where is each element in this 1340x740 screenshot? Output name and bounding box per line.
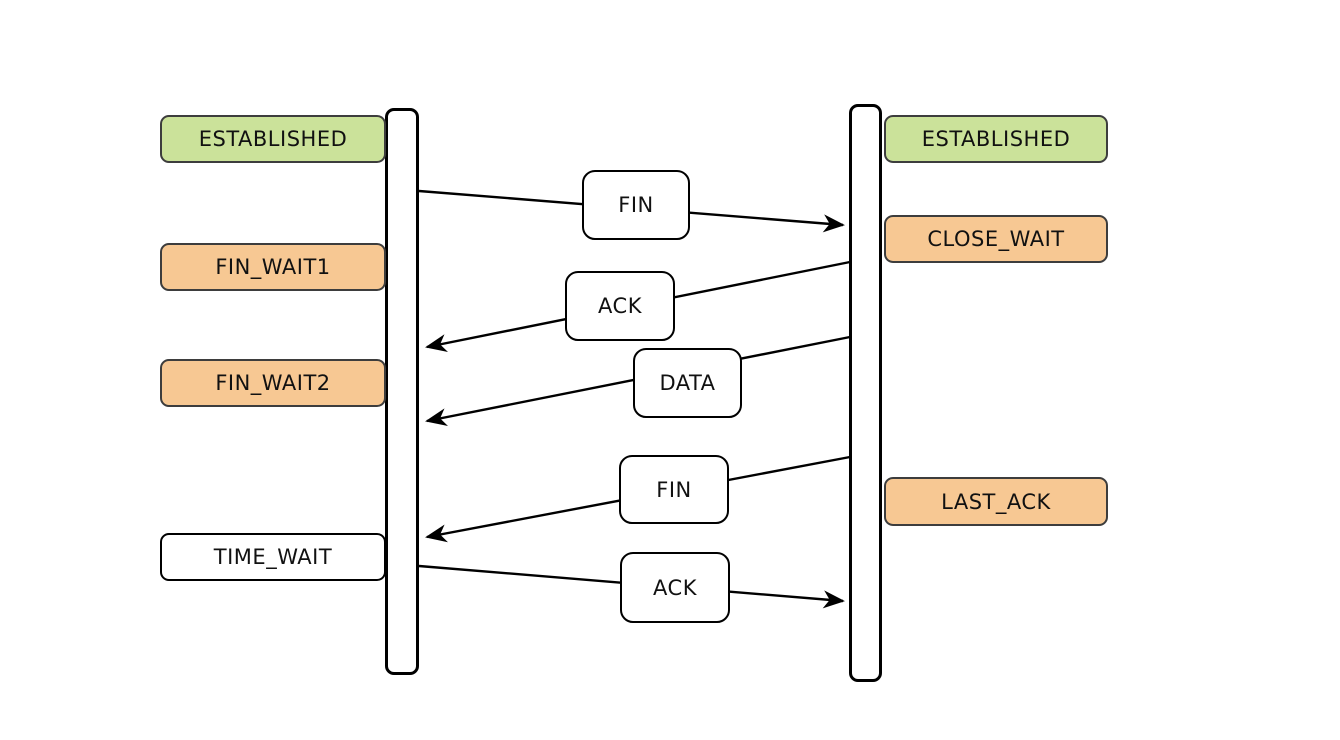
lifeline-left bbox=[385, 108, 419, 675]
state-label: FIN_WAIT2 bbox=[215, 371, 331, 395]
message-label: ACK bbox=[653, 575, 697, 600]
state-label: TIME_WAIT bbox=[213, 545, 333, 569]
message-label: ACK bbox=[598, 294, 642, 318]
state-label: LAST_ACK bbox=[941, 489, 1051, 514]
message-label: FIN bbox=[618, 193, 654, 217]
state-box-fin-wait2: FIN_WAIT2 bbox=[160, 359, 386, 407]
state-label: ESTABLISHED bbox=[198, 127, 348, 151]
message-box-fin-2: FIN bbox=[619, 455, 729, 524]
message-box-ack-2: ACK bbox=[620, 552, 730, 623]
state-box-fin-wait1: FIN_WAIT1 bbox=[160, 243, 386, 291]
state-box-established-right: ESTABLISHED bbox=[884, 115, 1108, 163]
message-label: FIN bbox=[656, 477, 692, 502]
state-box-close-wait: CLOSE_WAIT bbox=[884, 215, 1108, 263]
lifeline-right bbox=[849, 104, 882, 682]
state-label: FIN_WAIT1 bbox=[215, 255, 331, 279]
state-label: CLOSE_WAIT bbox=[927, 227, 1065, 251]
state-box-established-left: ESTABLISHED bbox=[160, 115, 386, 163]
message-box-data: DATA bbox=[633, 348, 742, 418]
state-label: ESTABLISHED bbox=[921, 127, 1071, 151]
message-box-fin-1: FIN bbox=[582, 170, 690, 240]
message-box-ack-1: ACK bbox=[565, 271, 675, 341]
state-box-time-wait: TIME_WAIT bbox=[160, 533, 386, 581]
message-label: DATA bbox=[659, 371, 716, 395]
state-box-last-ack: LAST_ACK bbox=[884, 477, 1108, 526]
